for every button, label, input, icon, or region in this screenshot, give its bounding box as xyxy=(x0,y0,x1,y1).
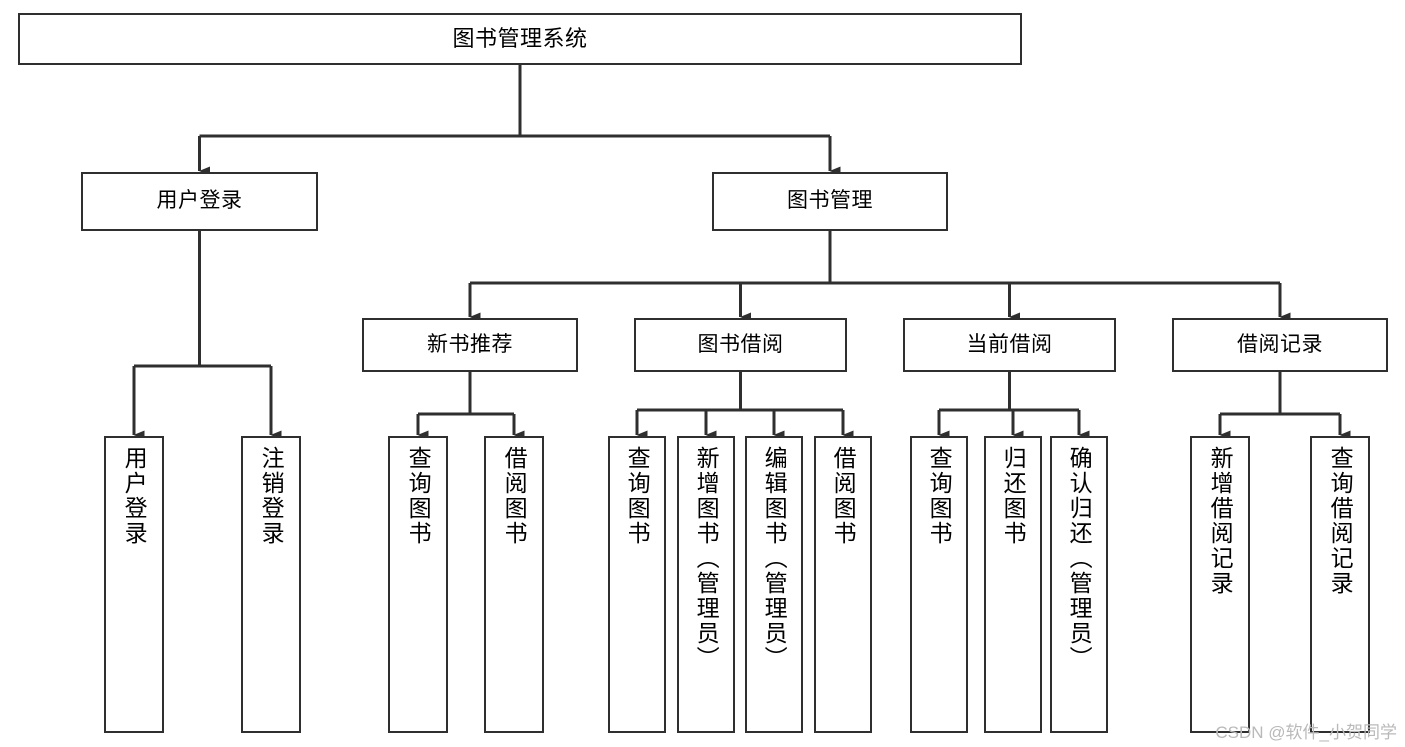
leaf-add-book[interactable]: 新增图书（管理员） xyxy=(677,436,735,733)
node-borrow-record[interactable]: 借阅记录 xyxy=(1172,318,1388,372)
leaf-return-book-label: 归还图书 xyxy=(1000,446,1027,546)
leaf-add-borrow-record[interactable]: 新增借阅记录 xyxy=(1190,436,1250,733)
node-user-login-label: 用户登录 xyxy=(156,189,243,213)
leaf-query-book-1-label: 查询图书 xyxy=(405,446,432,546)
leaf-borrow-book-1[interactable]: 借阅图书 xyxy=(484,436,544,733)
node-root-label: 图书管理系统 xyxy=(452,26,588,52)
leaf-query-borrow-record-label: 查询借阅记录 xyxy=(1327,446,1354,596)
leaf-query-book-3-label: 查询图书 xyxy=(926,446,953,546)
leaf-query-book-3[interactable]: 查询图书 xyxy=(910,436,968,733)
node-book-manage[interactable]: 图书管理 xyxy=(712,172,948,231)
leaf-add-book-label: 新增图书（管理员） xyxy=(693,446,720,671)
node-book-borrow-label: 图书借阅 xyxy=(697,332,784,356)
leaf-borrow-book-2[interactable]: 借阅图书 xyxy=(814,436,872,733)
node-book-borrow[interactable]: 图书借阅 xyxy=(634,318,847,372)
node-current-borrow[interactable]: 当前借阅 xyxy=(903,318,1116,372)
node-new-book-recommend[interactable]: 新书推荐 xyxy=(362,318,578,372)
leaf-confirm-return-label: 确认归还（管理员） xyxy=(1066,446,1093,671)
leaf-user-logout-label: 注销登录 xyxy=(258,446,285,546)
leaf-return-book[interactable]: 归还图书 xyxy=(984,436,1042,733)
leaf-query-book-1[interactable]: 查询图书 xyxy=(388,436,448,733)
node-root[interactable]: 图书管理系统 xyxy=(18,13,1022,65)
leaf-confirm-return[interactable]: 确认归还（管理员） xyxy=(1050,436,1108,733)
leaf-edit-book[interactable]: 编辑图书（管理员） xyxy=(745,436,803,733)
leaf-query-book-2-label: 查询图书 xyxy=(624,446,651,546)
node-borrow-record-label: 借阅记录 xyxy=(1237,332,1323,356)
leaf-borrow-book-1-label: 借阅图书 xyxy=(501,446,528,546)
leaf-add-borrow-record-label: 新增借阅记录 xyxy=(1207,446,1234,596)
leaf-user-login-label: 用户登录 xyxy=(121,446,148,546)
leaf-query-borrow-record[interactable]: 查询借阅记录 xyxy=(1310,436,1370,733)
node-current-borrow-label: 当前借阅 xyxy=(966,332,1053,356)
leaf-query-book-2[interactable]: 查询图书 xyxy=(608,436,666,733)
leaf-user-logout[interactable]: 注销登录 xyxy=(241,436,301,733)
node-user-login[interactable]: 用户登录 xyxy=(81,172,318,231)
leaf-user-login[interactable]: 用户登录 xyxy=(104,436,164,733)
node-new-book-recommend-label: 新书推荐 xyxy=(427,332,513,356)
watermark-text: CSDN @软件_小贺同学 xyxy=(1215,723,1397,742)
leaf-edit-book-label: 编辑图书（管理员） xyxy=(761,446,788,671)
leaf-borrow-book-2-label: 借阅图书 xyxy=(830,446,857,546)
node-book-manage-label: 图书管理 xyxy=(787,189,873,213)
